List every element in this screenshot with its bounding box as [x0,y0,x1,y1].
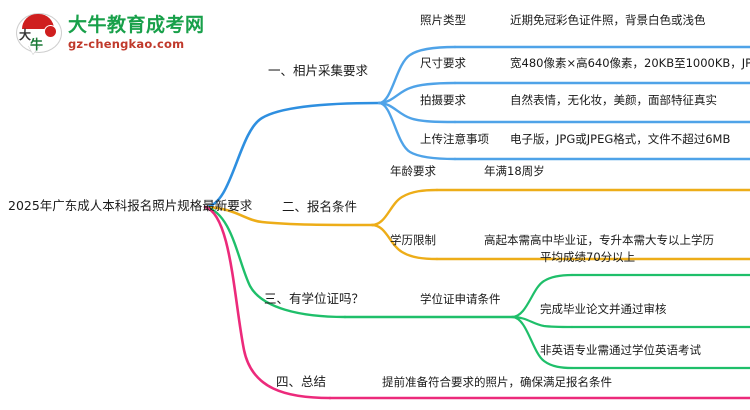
logo-site-domain: gz-chengkao.com [68,36,185,51]
branch-1-sub-3-link [377,101,457,124]
branch-2-sub-1-link [370,188,439,227]
branch-1-trunk [203,101,381,209]
logo-site-name: 大牛教育成考网 [68,13,205,36]
branch-label-4: 四、总结 [276,374,327,389]
branch-1-sub-2-key: 尺寸要求 [420,56,466,70]
branch-label-3: 三、有学位证吗？ [264,291,365,306]
branch-label-1: 一、相片采集要求 [268,63,369,78]
branch-1-sub-4-key: 上传注意事项 [420,132,489,146]
logo-mark-bottom-char: 牛 [30,38,43,53]
branch-4-trunk [203,205,332,400]
branch-1-sub-3-key: 拍摄要求 [420,93,466,107]
branch-label-2: 二、报名条件 [282,199,358,214]
branch-1-sub-1-value: 近期免冠彩色证件照，背景白色或浅色 [510,13,706,27]
branch-3-group-label: 学位证申请条件 [420,292,501,306]
branch-1-sub-2-value: 宽480像素×高640像素，20KB至1000KB，JPG格式 [510,56,750,70]
branch-2-sub-2-key: 学历限制 [390,233,436,247]
logo-dot-shape [44,25,57,38]
branch-2-sub-2-link [370,223,439,261]
branch-2-trunk [203,205,374,227]
branch-2-sub-1-key: 年龄要求 [390,164,436,178]
branch-1-sub-4-link [377,101,457,161]
branch-1-sub-2-link [377,81,457,105]
branch-1-sub-1-link [377,45,457,105]
logo-mark-icon: 大 牛 [16,11,62,55]
branch-1-sub-3-value: 自然表情，无化妆，美颜，面部特征真实 [510,93,717,107]
branch-2-sub-2-value: 高起本需高中毕业证，专升本需大专以上学历 [484,233,714,247]
branch-3-leaf-3-link [510,315,574,370]
branch-1-sub-1-key: 照片类型 [420,13,466,27]
branch-3-leaf-3-label: 非英语专业需通过学位英语考试 [540,343,701,357]
logo-bubble-tail-shape [28,45,40,54]
branch-2-sub-1-value: 年满18周岁 [484,164,545,178]
branch-3-leaf-1-label: 平均成绩70分以上 [540,250,636,264]
branch-4-value: 提前准备符合要求的照片，确保满足报名条件 [382,375,612,389]
mindmap-root-title: 2025年广东成人本科报名照片规格最新要求 [8,198,253,213]
branch-3-leaf-1-link [510,273,574,319]
branch-3-leaf-2-link [510,315,574,329]
site-logo: 大 牛 大牛教育成考网 gz-chengkao.com [16,8,206,58]
branch-3-trunk [203,205,347,319]
branch-1-sub-4-value: 电子版，JPG或JPEG格式，文件不超过6MB [510,132,731,146]
logo-text-block: 大牛教育成考网 gz-chengkao.com [68,13,205,51]
logo-mark-top-char: 大 [19,28,31,42]
branch-3-leaf-2-label: 完成毕业论文并通过审核 [540,302,667,316]
